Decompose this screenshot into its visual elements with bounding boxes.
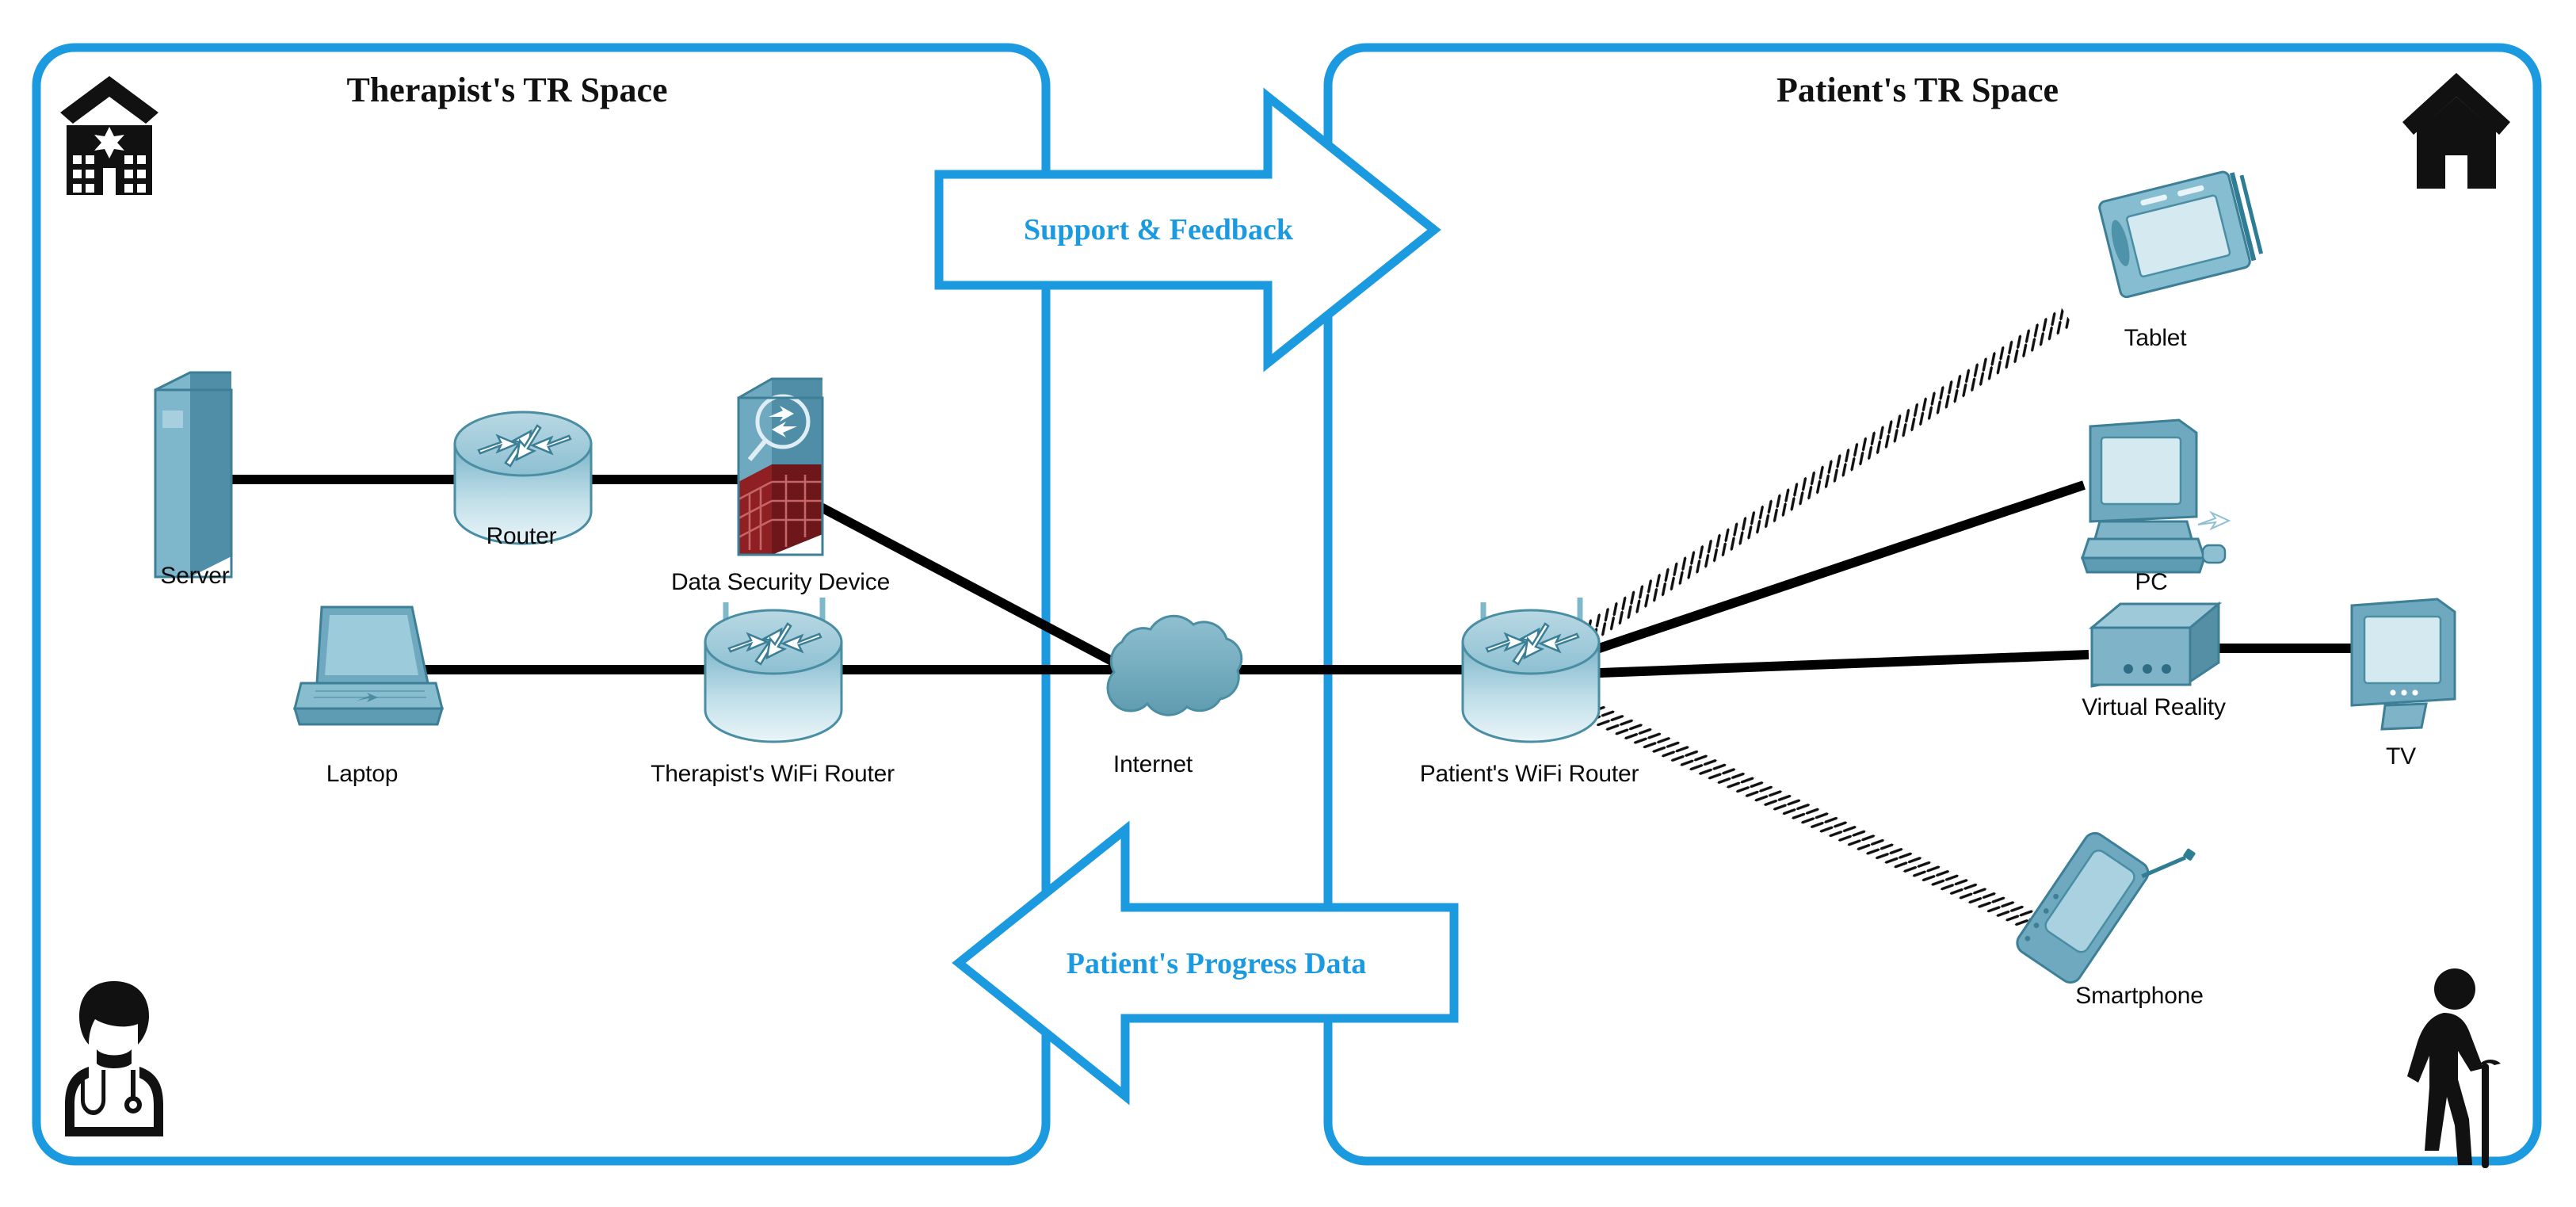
wireless-link-smartphone bbox=[1540, 680, 2065, 945]
node-label-internet: Internet bbox=[1112, 751, 1193, 777]
wifi-router-icon-patient bbox=[1461, 598, 1601, 743]
node-label-router: Router bbox=[486, 523, 557, 549]
patient-panel-title: Patient's TR Space bbox=[1776, 71, 2059, 109]
node-label-virtual-reality: Virtual Reality bbox=[2082, 694, 2226, 720]
node-label-pc: PC bbox=[2135, 569, 2168, 595]
hospital-icon bbox=[60, 76, 158, 195]
server-icon bbox=[154, 371, 233, 579]
node-label-tv: TV bbox=[2386, 743, 2416, 770]
node-label-smartphone: Smartphone bbox=[2075, 983, 2204, 1009]
link-security-internet bbox=[778, 481, 1128, 673]
node-label-server: Server bbox=[160, 563, 230, 589]
laptop-icon bbox=[292, 605, 445, 726]
link-patientrouter-vr bbox=[1535, 650, 2089, 680]
doctor-icon bbox=[65, 981, 163, 1136]
tv-icon bbox=[2350, 598, 2456, 731]
smartphone-icon bbox=[2016, 831, 2196, 984]
node-label-laptop: Laptop bbox=[326, 761, 399, 787]
cloud-icon bbox=[1106, 614, 1243, 716]
vr-console-icon bbox=[2088, 601, 2223, 688]
progress-data-arrow bbox=[952, 820, 1459, 1106]
therapist-panel-frame bbox=[32, 43, 1051, 1166]
router-icon bbox=[453, 411, 593, 545]
link-patientrouter-pc bbox=[1534, 480, 2086, 674]
support-feedback-arrow bbox=[934, 87, 1441, 372]
wireless-links bbox=[1539, 307, 2073, 945]
wireless-link-tablet bbox=[1539, 307, 2073, 670]
home-icon bbox=[2402, 73, 2510, 189]
support-feedback-arrow-label: Support & Feedback bbox=[1024, 213, 1293, 246]
node-label-therapist-wifi-router: Therapist's WiFi Router bbox=[651, 761, 895, 787]
elderly-person-with-cane-icon bbox=[2407, 968, 2501, 1168]
node-label-tablet: Tablet bbox=[2124, 325, 2187, 351]
tablet-icon bbox=[2098, 170, 2264, 299]
patient-panel-frame bbox=[1323, 43, 2542, 1166]
firewall-icon bbox=[737, 377, 824, 556]
wifi-router-icon-therapist bbox=[704, 598, 843, 743]
node-label-data-security-device: Data Security Device bbox=[670, 569, 891, 595]
therapist-panel-title: Therapist's TR Space bbox=[346, 71, 668, 109]
progress-data-arrow-label: Patient's Progress Data bbox=[1066, 947, 1367, 980]
node-label-patient-wifi-router: Patient's WiFi Router bbox=[1419, 761, 1639, 787]
pc-icon bbox=[2080, 418, 2231, 574]
